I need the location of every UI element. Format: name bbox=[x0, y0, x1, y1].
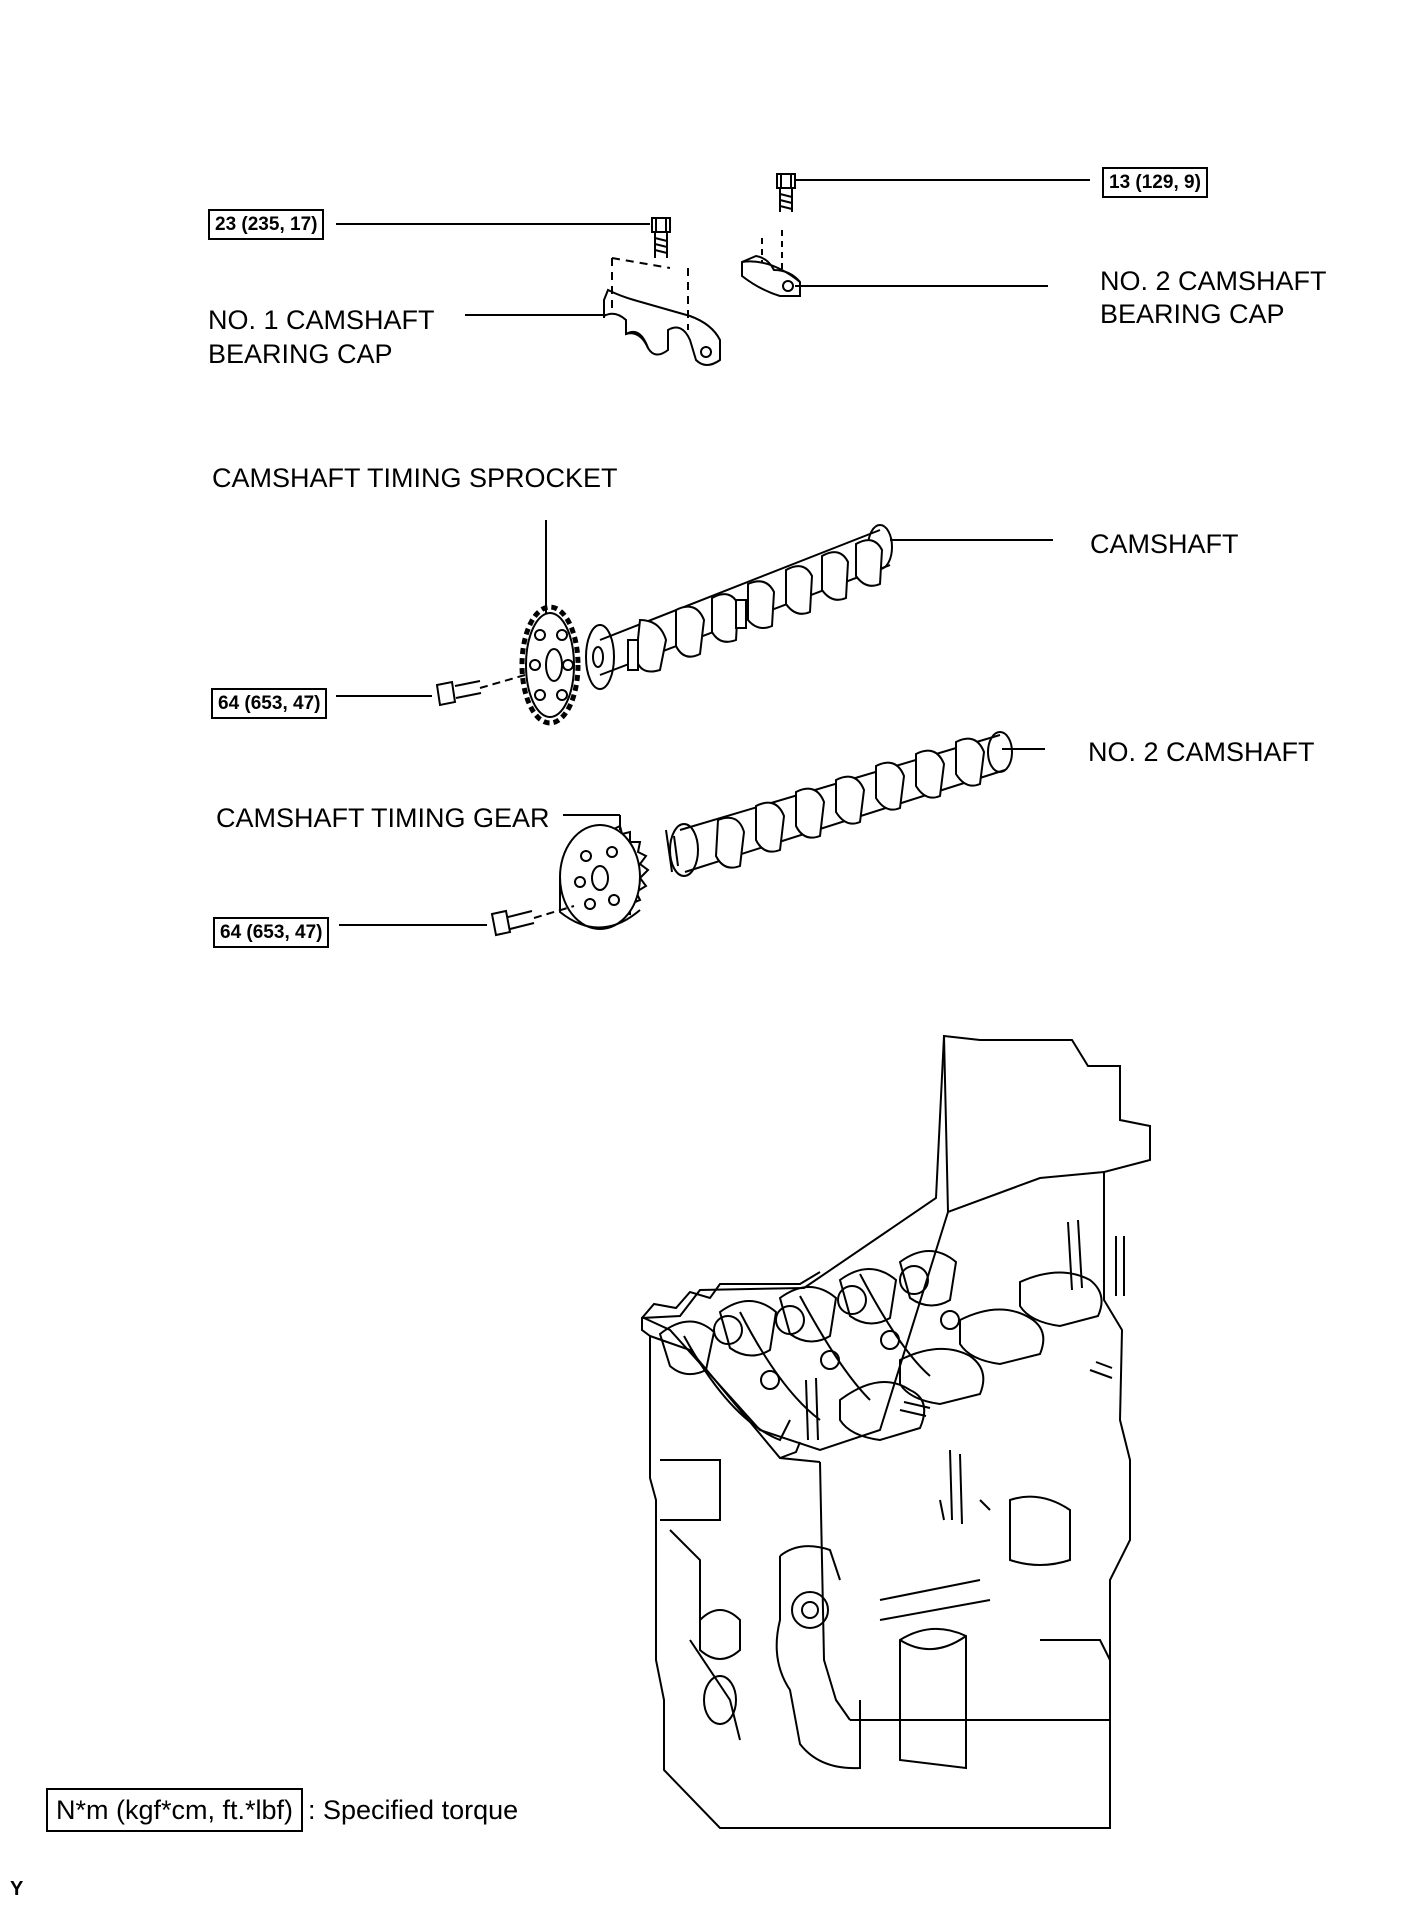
torque-no2-cap-bolt: 13 (129, 9) bbox=[1102, 167, 1208, 198]
timing-sprocket bbox=[435, 604, 581, 726]
torque-gear-bolt: 64 (653, 47) bbox=[213, 917, 330, 948]
sprocket-label: CAMSHAFT TIMING SPROCKET bbox=[212, 463, 618, 493]
torque-sprocket-bolt: 64 (653, 47) bbox=[211, 688, 328, 719]
engine-block bbox=[641, 1034, 1151, 1829]
corner-code: Y bbox=[10, 1878, 24, 1900]
no2-camshaft-label: NO. 2 CAMSHAFT bbox=[1088, 737, 1315, 767]
timing-gear-label: CAMSHAFT TIMING GEAR bbox=[216, 803, 550, 833]
camshaft-label: CAMSHAFT bbox=[1090, 529, 1239, 559]
no1-bearing-cap bbox=[603, 217, 721, 366]
timing-gear bbox=[490, 824, 650, 937]
camshaft-exhaust bbox=[665, 731, 1013, 877]
no1-cap-label-line1: NO. 1 CAMSHAFT bbox=[208, 305, 435, 335]
legend-unit-box: N*m (kgf*cm, ft.*lbf) bbox=[46, 1788, 304, 1832]
torque-no1-cap-bolt: 23 (235, 17) bbox=[208, 209, 325, 240]
no2-cap-label-line1: NO. 2 CAMSHAFT bbox=[1100, 266, 1327, 296]
no1-cap-label-line2: BEARING CAP bbox=[208, 339, 393, 369]
leader-lines bbox=[336, 179, 1090, 926]
no2-bearing-cap bbox=[741, 173, 801, 297]
legend-description: : Specified torque bbox=[308, 1795, 519, 1825]
camshaft-intake bbox=[585, 524, 893, 690]
no2-cap-label-line2: BEARING CAP bbox=[1100, 299, 1285, 329]
